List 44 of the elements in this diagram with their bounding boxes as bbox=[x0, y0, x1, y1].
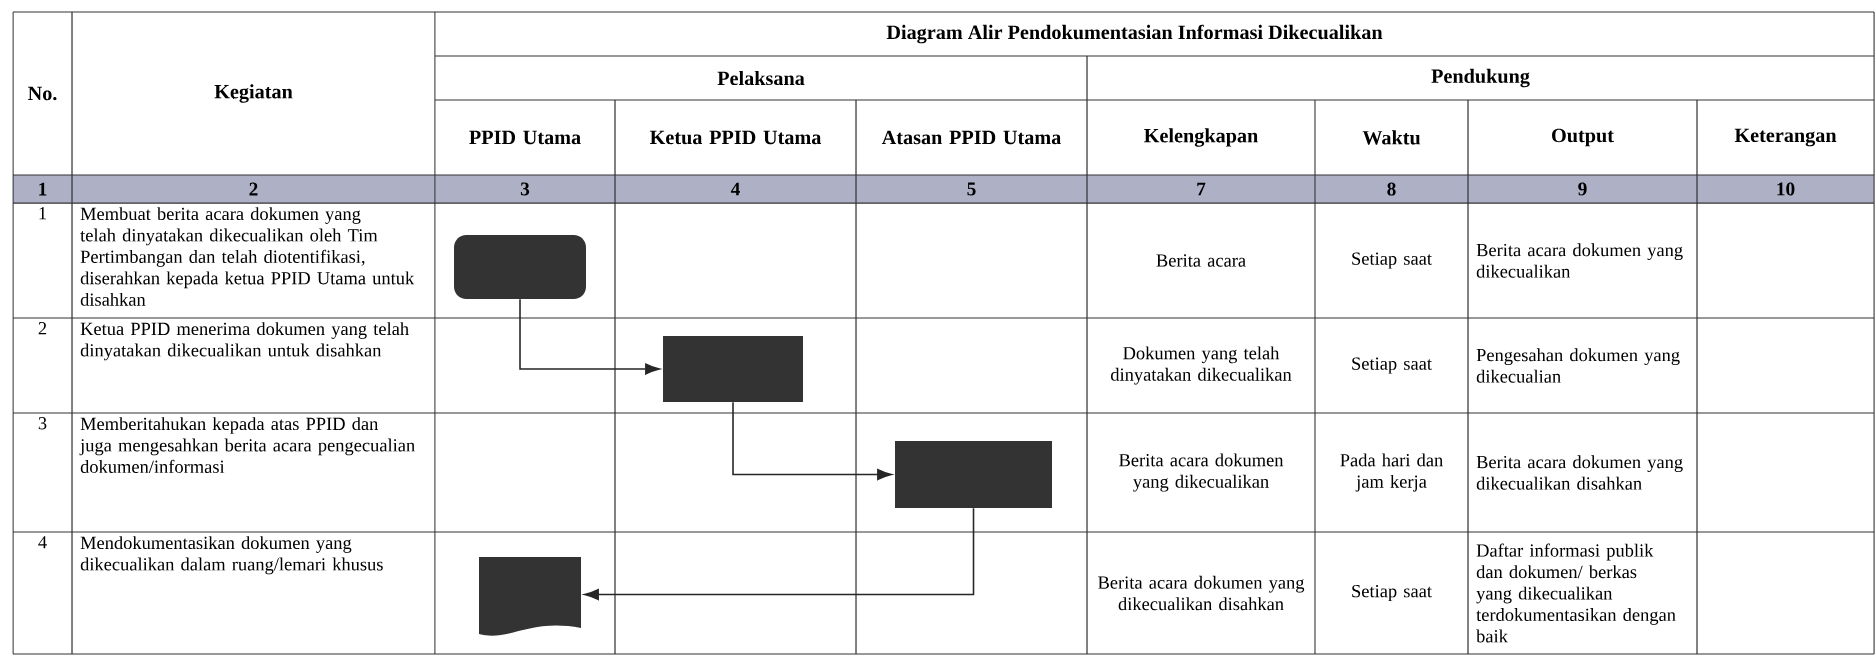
column-number: 8 bbox=[1315, 175, 1468, 203]
terminator-shape bbox=[454, 235, 586, 299]
table-cell-text: Setiap saat bbox=[1352, 584, 1432, 602]
table-cell-text: Berita acara dokumen yang dikecualikan bbox=[1476, 243, 1683, 278]
table-cell-text: Memberitahukan kepada atas PPID dan juga mengesahkan berita acara pengecualian dokumen/informasi bbox=[79, 417, 415, 473]
column-header: Ketua PPID Utama bbox=[650, 130, 822, 145]
table-cell-text: Setiap saat bbox=[1352, 357, 1432, 374]
document-shape bbox=[479, 557, 581, 636]
table-cell-text: Pada hari dan jam kerja bbox=[1340, 453, 1443, 492]
column-header: Kegiatan bbox=[214, 84, 293, 103]
column-header: Atasan PPID Utama bbox=[881, 130, 1061, 145]
title: Diagram Alir Pendokumentasian Informasi Dikecualikan bbox=[886, 24, 1383, 44]
column-number: 10 bbox=[1697, 175, 1874, 203]
column-header: Waktu bbox=[1362, 130, 1421, 145]
column-header: Output bbox=[1552, 128, 1614, 147]
column-number: 9 bbox=[1468, 175, 1697, 203]
table-cell-text: Berita acara dokumen yang dikecualikan disahkan bbox=[1476, 455, 1683, 490]
process-box bbox=[895, 441, 1052, 508]
column-number: 4 bbox=[615, 175, 856, 203]
column-header: Pendukung bbox=[1431, 68, 1530, 88]
column-header: No. bbox=[28, 86, 57, 101]
table-cell-text: Mendokumentasikan dokumen yang dikecualikan dalam ruang/lemari khusus bbox=[80, 536, 383, 575]
table-cell-text: 2 bbox=[38, 322, 47, 335]
column-header: Keterangan bbox=[1734, 128, 1837, 147]
column-number: 3 bbox=[435, 175, 615, 203]
column-number: 7 bbox=[1087, 175, 1315, 203]
table-cell-text: Membuat berita acara dokumen yang telah dinyatakan dikecualikan oleh Tim Pertimbangan dan telah diotentifikasi, diserahkan kepada ketua PPID Utama untuk disahkan bbox=[80, 207, 415, 306]
table-cell-text: Dokumen yang telah dinyatakan dikecualikan bbox=[1111, 346, 1292, 385]
table-cell-text: Ketua PPID menerima dokumen yang telah dinyatakan dikecualikan untuk disahkan bbox=[80, 322, 409, 361]
column-header: Pelaksana bbox=[717, 70, 805, 86]
arrow bbox=[519, 298, 660, 375]
process-box bbox=[663, 336, 803, 402]
table-cell-text: 1 bbox=[39, 207, 46, 220]
column-header: Kelengkapan bbox=[1144, 128, 1258, 147]
table-cell-text: 4 bbox=[38, 536, 47, 549]
table-cell-text: Pengesahan dokumen yang dikecualian bbox=[1476, 348, 1680, 383]
table-cell-text: 3 bbox=[38, 417, 47, 430]
table-cell-text: Berita acara bbox=[1156, 254, 1246, 267]
table-cell-text: Daftar informasi publik dan dokumen/ berkas yang dikecualikan terdokumentasikan dengan baik bbox=[1476, 543, 1676, 643]
table-cell-text: Berita acara dokumen yang dikecualikan bbox=[1119, 453, 1284, 492]
column-number: 5 bbox=[856, 175, 1087, 203]
column-header: PPID Utama bbox=[469, 130, 581, 145]
table-cell-text: Berita acara dokumen yang dikecualikan disahkan bbox=[1098, 575, 1305, 611]
table-cell-text: Setiap saat bbox=[1352, 252, 1432, 269]
